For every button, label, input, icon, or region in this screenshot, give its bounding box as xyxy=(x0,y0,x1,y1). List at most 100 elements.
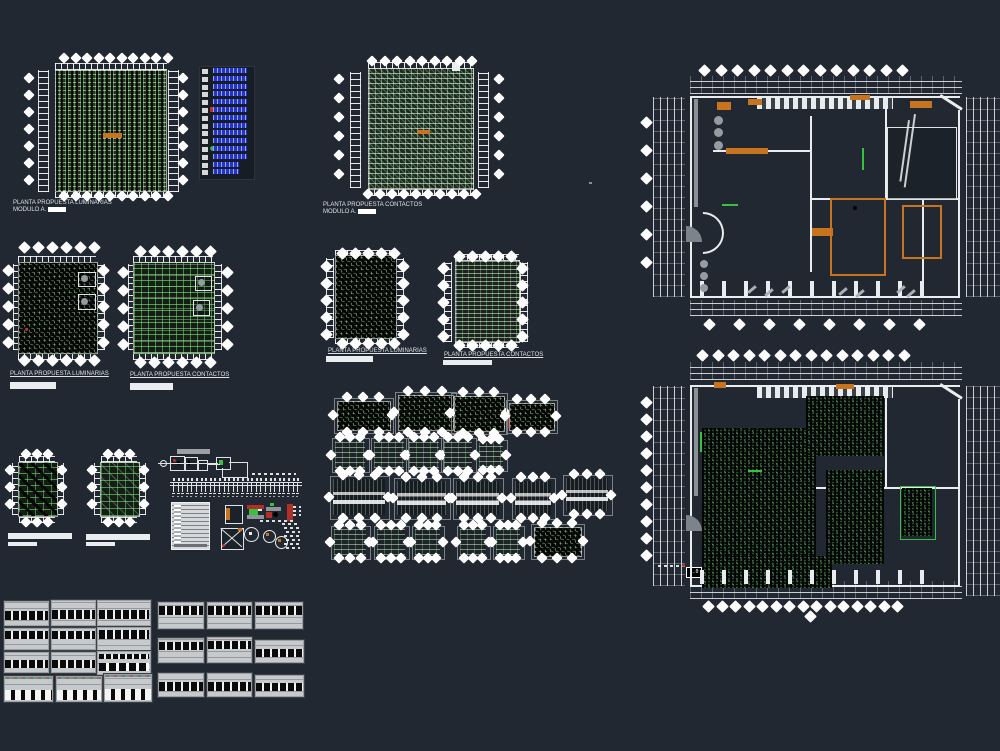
annotation-dot xyxy=(218,496,220,497)
wire-line xyxy=(288,478,290,481)
plan-drawing-luminarias-dense[interactable] xyxy=(337,401,391,431)
schedule-table[interactable] xyxy=(51,600,96,626)
schedule-table[interactable] xyxy=(4,628,49,650)
grid-bubble xyxy=(23,140,35,152)
plan-drawing-small-lum[interactable] xyxy=(18,462,58,517)
grid-bubble xyxy=(797,64,810,77)
annotation-dot xyxy=(172,496,174,497)
green-device xyxy=(219,460,223,465)
wire-line xyxy=(158,463,218,464)
detail-drawing[interactable] xyxy=(333,479,385,515)
detail-drawing[interactable] xyxy=(460,529,486,555)
schedule-table[interactable] xyxy=(158,673,204,697)
plan-drawing-luminarias-dense[interactable] xyxy=(335,255,397,339)
grid-bubble xyxy=(702,600,715,613)
detail-drawing[interactable] xyxy=(566,478,608,511)
wire-line xyxy=(259,493,263,494)
plan-drawing-contactos-a[interactable] xyxy=(368,68,474,190)
detail-drawing[interactable] xyxy=(335,441,365,468)
annotation-dot xyxy=(185,496,188,497)
grid-bubble xyxy=(640,396,653,409)
plan-drawing-luminarias-a[interactable] xyxy=(55,70,167,192)
legend-text-bar xyxy=(213,114,247,120)
detail-drawing[interactable] xyxy=(374,441,404,468)
legend-symbol-icon xyxy=(201,83,208,90)
wall-line xyxy=(130,383,173,390)
detail-drawing[interactable] xyxy=(444,441,472,468)
wall-line xyxy=(326,356,373,362)
annotation-dashes xyxy=(286,539,300,541)
schedule-table[interactable] xyxy=(207,602,252,629)
grid-bubble xyxy=(883,318,896,331)
legend-symbol-icon xyxy=(201,146,208,152)
schedule-table[interactable] xyxy=(97,600,151,626)
electrical-density-overlay[interactable] xyxy=(806,396,884,456)
legend-text-bar xyxy=(213,91,247,97)
grid-bubble xyxy=(896,64,909,77)
schedule-table[interactable] xyxy=(97,627,151,651)
schedule-table[interactable] xyxy=(255,602,303,629)
detail-drawing[interactable] xyxy=(456,481,499,515)
load-schedule-table[interactable] xyxy=(171,502,210,550)
grid-bubble xyxy=(640,447,653,460)
wire-line xyxy=(264,493,267,494)
annotation-dot xyxy=(222,496,225,497)
annotation-dot xyxy=(241,496,243,497)
schedule-table[interactable] xyxy=(97,651,151,675)
schedule-table[interactable] xyxy=(158,638,204,663)
detail-drawing[interactable] xyxy=(397,481,446,515)
wire-line xyxy=(232,483,234,492)
detail-drawing[interactable] xyxy=(409,441,439,468)
electrical-density-overlay[interactable] xyxy=(826,470,884,564)
plan-drawing-contactos-light[interactable] xyxy=(455,260,520,343)
plan-drawing-luminarias-dense[interactable] xyxy=(454,396,505,432)
wall-line xyxy=(10,382,56,389)
plan-title-contactos-c: PLANTA PROPUESTA CONTACTOS xyxy=(444,352,544,358)
schedule-table[interactable] xyxy=(207,673,252,697)
detail-drawing[interactable] xyxy=(496,529,520,555)
columns-strip xyxy=(700,570,932,584)
furniture-orange xyxy=(417,130,430,134)
schedule-table[interactable] xyxy=(4,601,49,626)
wire-line xyxy=(223,478,226,481)
grid-bubble xyxy=(640,532,653,545)
wire-line xyxy=(292,478,295,481)
wire-line xyxy=(283,483,285,492)
electrical-density-overlay[interactable] xyxy=(902,488,932,536)
legend-text-bar xyxy=(213,83,247,89)
plan-drawing-luminarias-dense[interactable] xyxy=(398,395,454,431)
grid-bubble xyxy=(783,600,796,613)
schedule-table[interactable] xyxy=(104,674,152,702)
grid-bubble xyxy=(837,600,850,613)
grid-bubble xyxy=(891,600,904,613)
plan-drawing-luminarias-dense[interactable] xyxy=(509,403,555,431)
schedule-table[interactable] xyxy=(4,676,53,702)
plan-drawing-small-cont[interactable] xyxy=(100,462,140,517)
schedule-table[interactable] xyxy=(4,652,49,673)
grid-bubble xyxy=(796,600,810,613)
annotation-dot xyxy=(273,496,276,497)
detail-drawing[interactable] xyxy=(415,529,440,555)
detail-drawing[interactable] xyxy=(479,443,503,467)
schedule-table[interactable] xyxy=(207,637,252,663)
schedule-table[interactable] xyxy=(255,675,304,697)
legend-text-bar xyxy=(213,138,247,144)
wire-line xyxy=(260,483,262,492)
schedule-table[interactable] xyxy=(255,640,304,663)
schedule-table[interactable] xyxy=(56,676,102,702)
schedule-table[interactable] xyxy=(51,628,96,650)
wire-line xyxy=(255,478,258,481)
wire-line xyxy=(191,478,194,481)
schedule-table[interactable] xyxy=(51,652,96,673)
red-mark xyxy=(222,544,225,547)
electrical-density-overlay[interactable] xyxy=(702,428,816,560)
detail-drawing[interactable] xyxy=(515,481,551,515)
detail-drawing[interactable] xyxy=(334,529,366,555)
detail-drawing[interactable] xyxy=(377,529,405,555)
black-mark xyxy=(273,512,278,517)
grid-bubble xyxy=(640,549,653,562)
schedule-table[interactable] xyxy=(158,602,204,629)
furniture-orange xyxy=(726,148,768,154)
grid-bubble xyxy=(830,64,843,77)
